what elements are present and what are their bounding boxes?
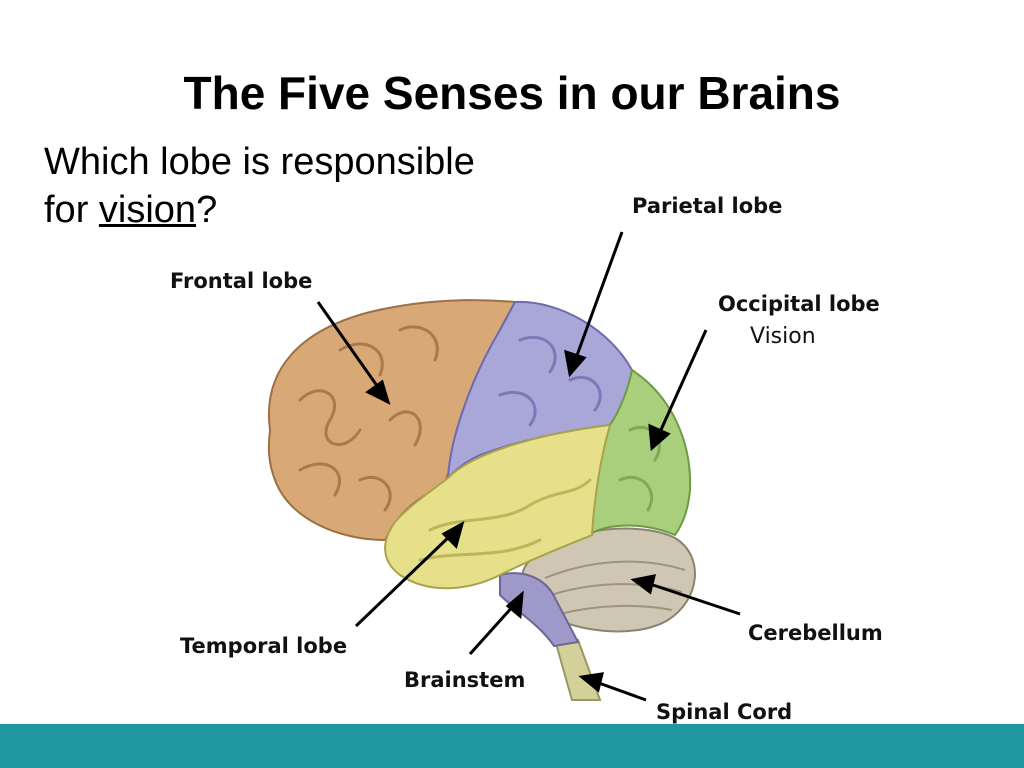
slide-title: The Five Senses in our Brains xyxy=(183,67,841,119)
parietal-gyri xyxy=(498,335,602,427)
question-suffix: ? xyxy=(196,189,218,231)
label-occipital-lobe: Occipital lobe xyxy=(718,292,880,316)
label-frontal-lobe: Frontal lobe xyxy=(170,269,313,293)
label-temporal-lobe: Temporal lobe xyxy=(180,634,348,658)
label-cerebellum: Cerebellum xyxy=(748,621,883,645)
frontal-gyri xyxy=(298,325,439,512)
label-brainstem: Brainstem xyxy=(404,668,526,692)
question-text: Which lobe is responsible for vision? xyxy=(44,138,564,234)
label-parietal-lobe: Parietal lobe xyxy=(632,194,783,218)
question-line-1: Which lobe is responsible xyxy=(44,141,475,183)
temporal-gyri xyxy=(418,478,592,562)
question-line-2: for vision? xyxy=(44,186,564,234)
pointer-arrows xyxy=(316,231,741,702)
temporal-lobe-region xyxy=(384,423,612,590)
question-keyword: vision xyxy=(98,189,197,231)
spinal-cord-region xyxy=(553,639,602,701)
footer-bar xyxy=(0,724,1024,768)
label-occipital-function: Vision xyxy=(750,324,816,349)
question-prefix: for xyxy=(44,189,99,231)
label-spinal-cord: Spinal Cord xyxy=(656,700,793,724)
